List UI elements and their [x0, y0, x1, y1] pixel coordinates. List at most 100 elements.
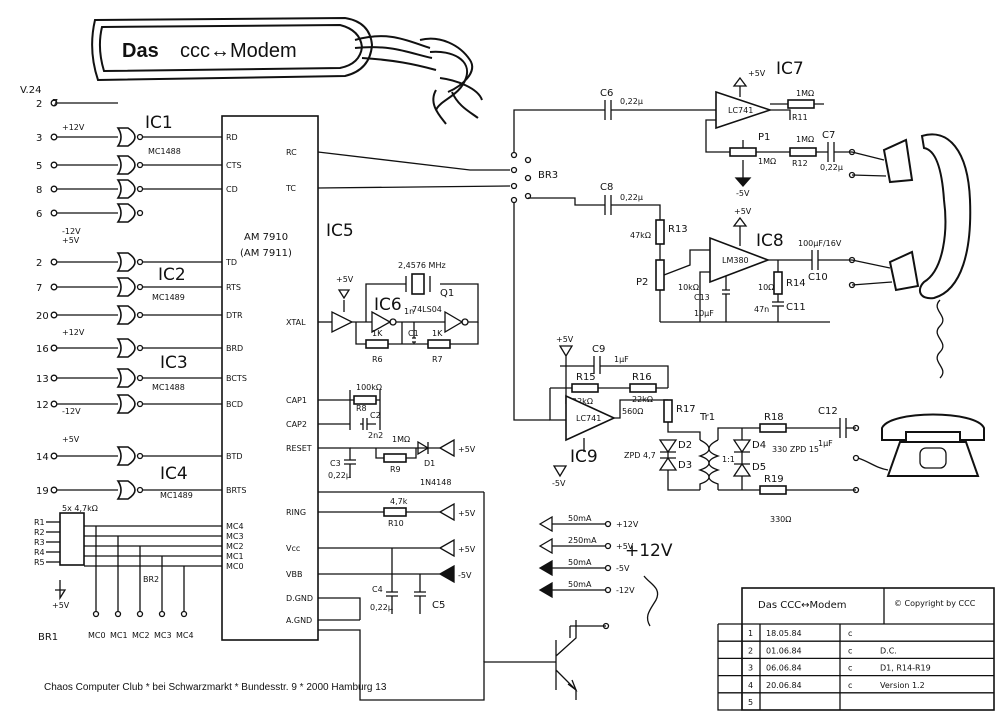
- revision-number: 3: [748, 664, 753, 673]
- hybrid-ic9: +5V C9 1µF R15 22kΩ R16 22kΩ LC741 IC9 -…: [549, 335, 860, 524]
- supply-terminal: [604, 520, 612, 528]
- ic5-pin-mc4: MC4: [226, 522, 244, 531]
- c6-label: C6: [600, 88, 613, 99]
- gate-inverter-bubble: [136, 400, 144, 408]
- mc-jumper-label: MC0: [88, 631, 106, 640]
- v24-pin-6: 6: [36, 209, 42, 220]
- v24-terminal: [50, 344, 58, 352]
- gate-inverter-bubble: [136, 185, 144, 193]
- mc-jumper: [158, 610, 166, 618]
- logic-gate: [116, 155, 136, 175]
- d4-label: D4: [752, 440, 766, 451]
- r19-value: 330Ω: [770, 515, 791, 524]
- r16-label: R16: [632, 372, 652, 383]
- revision-author: c: [848, 681, 852, 690]
- supply-voltage: +12V: [616, 520, 639, 529]
- ic5-label: IC5: [326, 221, 354, 241]
- logic-gate: [116, 394, 136, 414]
- c11-value: 47n: [754, 305, 769, 314]
- ic9-label: IC9: [570, 447, 598, 467]
- rpack-label: 5x 4,7kΩ: [62, 504, 98, 513]
- supply-m5-p1: -5V: [736, 189, 750, 198]
- gate-inverter-bubble: [136, 161, 144, 169]
- logic-gate: [116, 179, 136, 199]
- supply-voltage: -5V: [616, 564, 630, 573]
- p1-label: P1: [758, 132, 770, 143]
- c12-label: C12: [818, 406, 838, 417]
- gate-inverter-bubble: [136, 258, 144, 266]
- handset-icon: [848, 133, 972, 379]
- r12-value: 1MΩ: [796, 135, 814, 144]
- v24-terminal: [50, 486, 58, 494]
- ic7-label: IC7: [776, 59, 804, 79]
- ic5-pin-rd: RD: [226, 133, 238, 142]
- v24-pin-19: 19: [36, 486, 49, 497]
- ic5-pin-cts: CTS: [226, 161, 242, 170]
- revision-date: 18.05.84: [766, 629, 802, 638]
- supply-voltage: +5V: [616, 542, 634, 551]
- d3-label: D3: [678, 460, 692, 471]
- v24-terminal: [50, 133, 58, 141]
- ic5-pin-td: TD: [225, 258, 237, 267]
- ic4-part: MC1489: [160, 491, 193, 500]
- supply-terminal: [604, 542, 612, 550]
- supply-current: 250mA: [568, 536, 597, 545]
- r6-label: R6: [372, 355, 383, 364]
- supply-p5-br1: +5V: [52, 601, 70, 610]
- ic5-pin-tc: TC: [285, 184, 296, 193]
- v24-pin-14: 14: [36, 452, 49, 463]
- v24-terminal: [50, 311, 58, 319]
- r10-value: 4,7k: [390, 497, 408, 506]
- supply-p5-ic2: +5V: [62, 236, 80, 245]
- v24-pin-8: 8: [36, 185, 42, 196]
- ic7-part: LC741: [728, 106, 753, 115]
- banner-title-a: Das: [122, 40, 159, 62]
- r8-label: R8: [356, 404, 367, 413]
- rpack-r3: R3: [34, 538, 45, 547]
- c9-value: 1µF: [614, 355, 629, 364]
- gate-inverter-bubble: [136, 283, 144, 291]
- ic2-label: IC2: [158, 265, 186, 285]
- v24-terminal: [50, 185, 58, 193]
- r7-label: R7: [432, 355, 443, 364]
- revision-number: 1: [748, 629, 753, 638]
- ic5-support: 100kΩ R8 C2 2n2 C3 0,22µ 1MΩ R9 D1 1N414…: [318, 383, 476, 621]
- mc-jumper-label: MC2: [132, 631, 150, 640]
- ic5-pin-brts: BRTS: [226, 486, 246, 495]
- supply-current: 50mA: [568, 558, 592, 567]
- c9-label: C9: [592, 344, 605, 355]
- ic5-pin-dtr: DTR: [226, 311, 243, 320]
- c1-label: C1: [408, 329, 419, 338]
- ic5-pin-mc0: MC0: [226, 562, 244, 571]
- ic5-pin-xtal: XTAL: [286, 318, 306, 327]
- c8-label: C8: [600, 182, 613, 193]
- d1-value: 1N4148: [420, 478, 451, 487]
- supply-p5-ic7: +5V: [748, 69, 766, 78]
- revision-copyright: © Copyright by CCC: [894, 599, 976, 608]
- revision-number: 4: [748, 681, 753, 690]
- v24-pin-2: 2: [36, 258, 42, 269]
- c2-value: 2n2: [368, 431, 383, 440]
- c13-value: 10µF: [694, 309, 714, 318]
- v24-pin-12: 12: [36, 400, 49, 411]
- d1-label: D1: [424, 459, 435, 468]
- ic8-part: LM380: [722, 256, 749, 265]
- revision-number: 5: [748, 698, 753, 707]
- supply-p5-ic6: +5V: [336, 275, 354, 284]
- supply-p5-ic8: +5V: [734, 207, 752, 216]
- c7-label: C7: [822, 130, 835, 141]
- c5-label: C5: [432, 600, 445, 611]
- ic5-pin-vbb: VBB: [286, 570, 302, 579]
- revision-date: 06.06.84: [766, 664, 802, 673]
- supply-p5-ic4: +5V: [62, 435, 80, 444]
- r15-value: 22kΩ: [572, 397, 593, 406]
- ic5-pin-brd: BRD: [226, 344, 243, 353]
- r10-label: R10: [388, 519, 404, 528]
- transistor-icon: [318, 491, 578, 701]
- c6-value: 0,22µ: [620, 97, 643, 106]
- logic-gate: [116, 127, 136, 147]
- revision-note: Version 1.2: [880, 681, 925, 690]
- v24-terminal: [50, 99, 58, 107]
- supply-arrow: [538, 559, 553, 577]
